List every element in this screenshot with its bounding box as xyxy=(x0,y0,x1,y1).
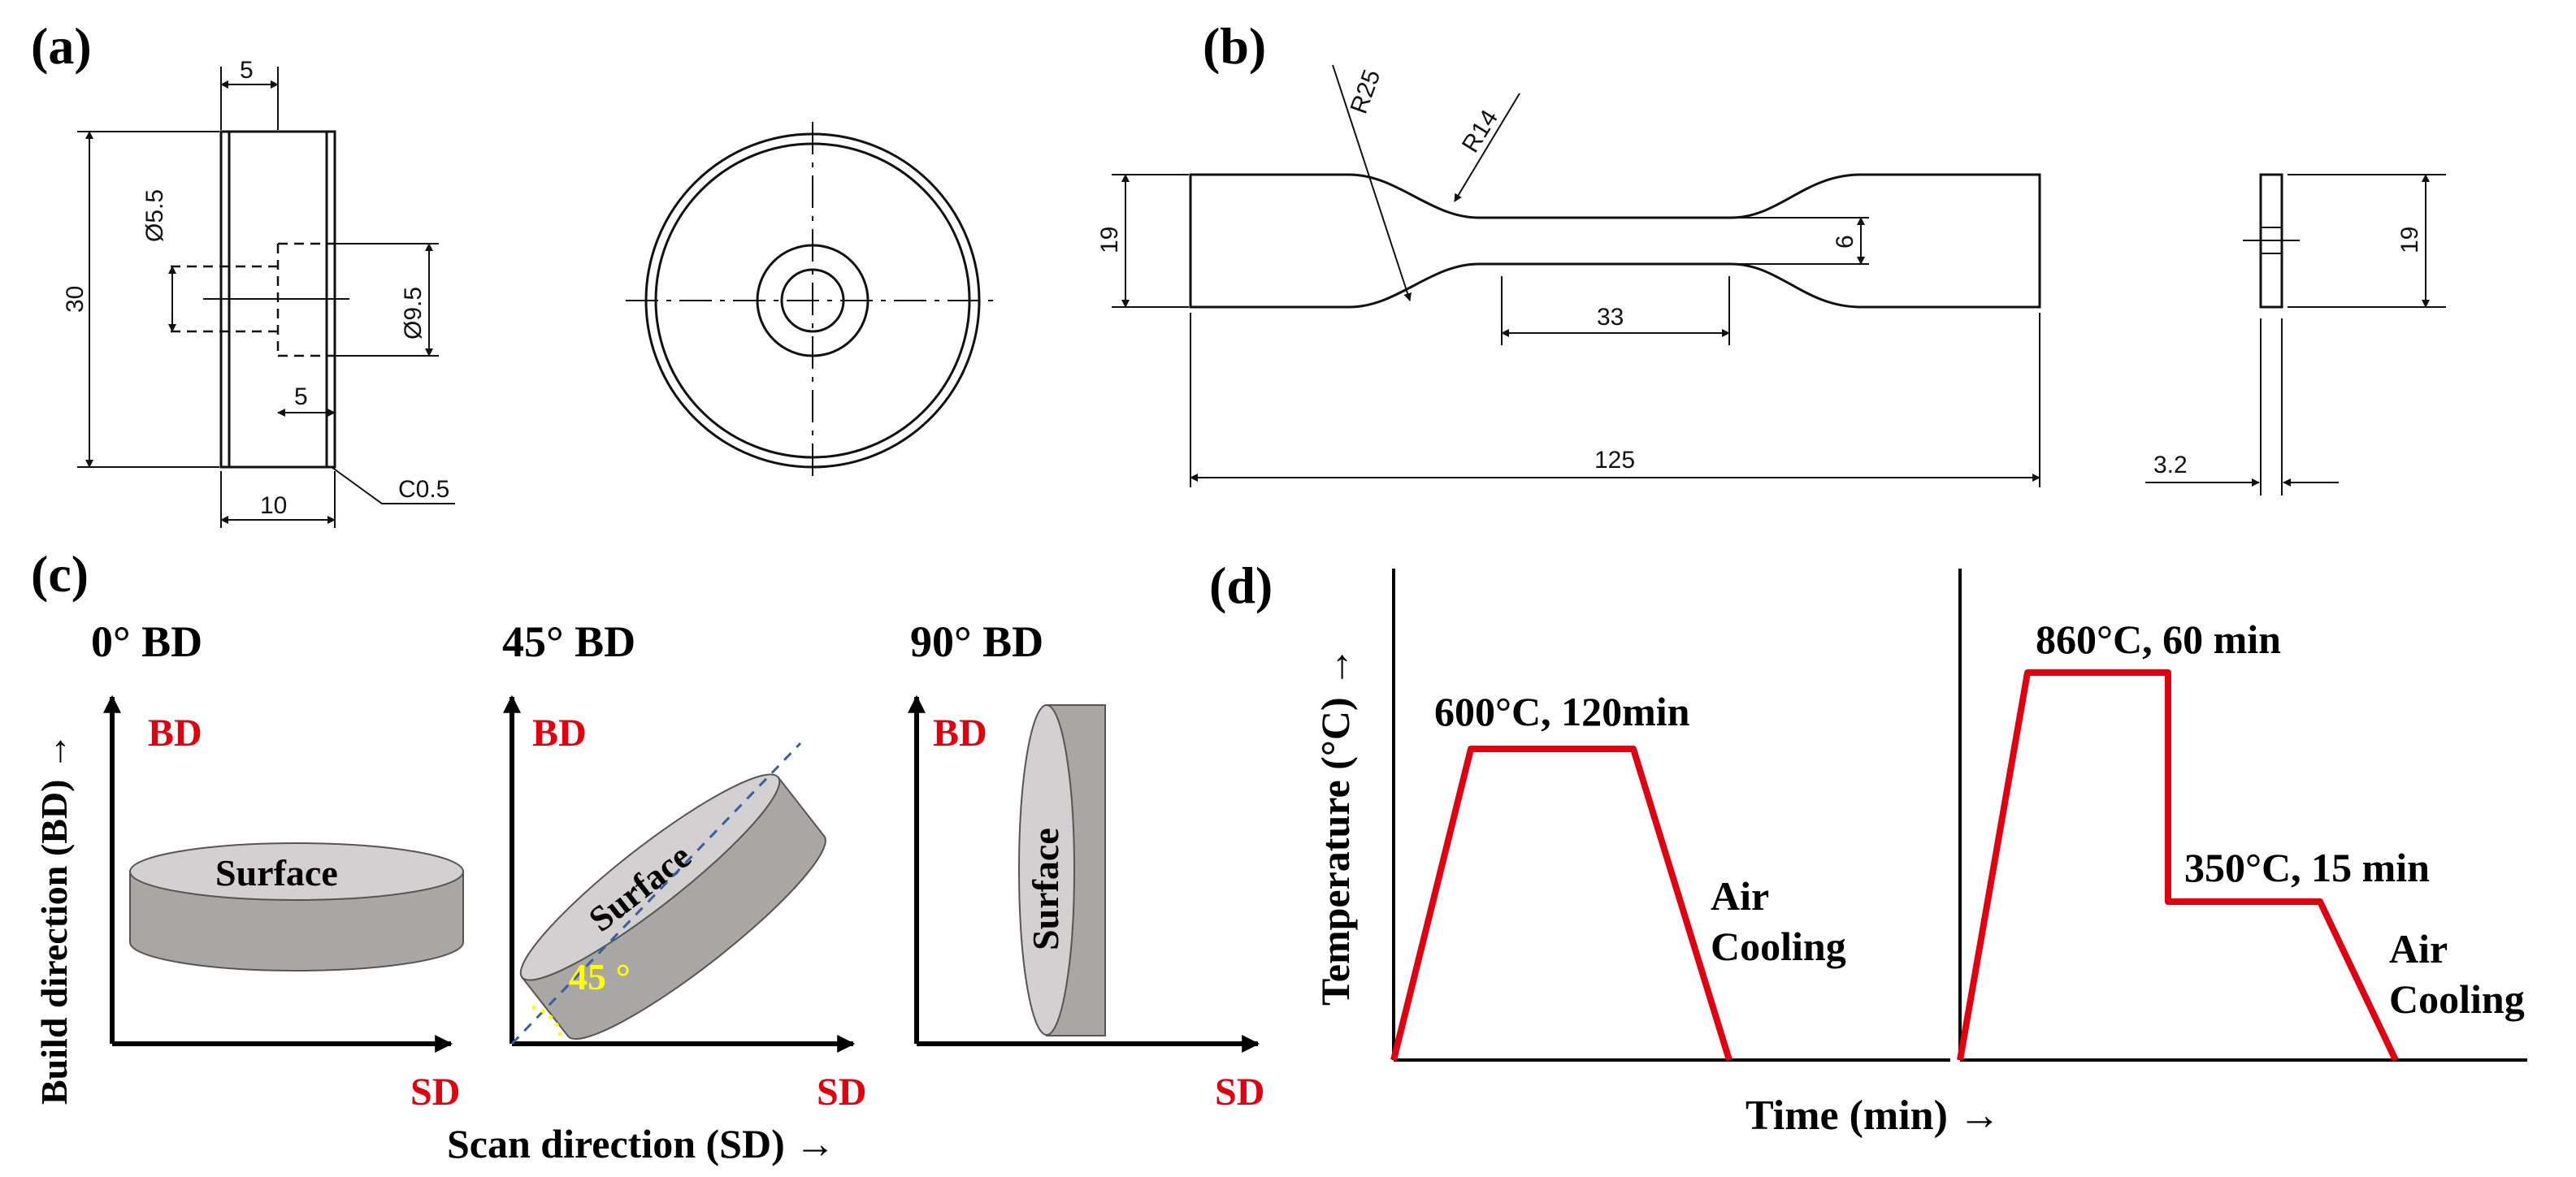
dim-thickness: 3.2 xyxy=(2153,452,2188,478)
panel-b: (b) R25 R14 19 6 33 125 xyxy=(1096,17,2446,495)
dim-width: 10 xyxy=(260,492,287,519)
dim-chamfer: C0.5 xyxy=(398,476,449,503)
bd-label: BD xyxy=(148,712,202,755)
hold-2-label: 350°C, 15 min xyxy=(2184,845,2430,890)
dim-total-length: 125 xyxy=(1594,447,1635,474)
hold-1-label: 860°C, 60 min xyxy=(2036,617,2281,662)
orientation-0deg: 0° BD BD SD Surface xyxy=(91,617,464,1114)
orientation-45deg: 45° BD BD SD Surface 45 ° xyxy=(502,617,866,1114)
dim-side-width: 19 xyxy=(2396,227,2423,253)
panel-b-dimension-lines xyxy=(1112,64,2040,487)
dim-grip-width: 19 xyxy=(1096,227,1123,253)
panel-a-label: (a) xyxy=(31,17,92,75)
bd-label: BD xyxy=(532,712,587,755)
bd-label: BD xyxy=(933,712,987,755)
dogbone-specimen xyxy=(1189,173,2041,309)
cooling-label-line2: Cooling xyxy=(1711,924,1846,969)
build-direction-axis-label: Build direction (BD) → xyxy=(33,733,75,1105)
sd-label: SD xyxy=(410,1071,460,1114)
panel-c: (c) Build direction (BD) → Scan directio… xyxy=(31,545,1264,1166)
cooling-label-line1: Air xyxy=(1711,873,1769,919)
surface-label: Surface xyxy=(1025,828,1066,950)
dim-inner-diameter: Ø5.5 xyxy=(141,189,168,242)
orientation-title: 45° BD xyxy=(502,617,635,666)
dim-outer-diameter: Ø9.5 xyxy=(400,287,427,340)
specimen-side-view xyxy=(2145,173,2446,495)
panel-d-label: (d) xyxy=(1209,556,1273,614)
temperature-axis-label: Temperature (°C) → xyxy=(1312,647,1358,1006)
panel-a-dimension-lines xyxy=(77,67,455,528)
dim-radius-large: R25 xyxy=(1346,66,1386,117)
sd-label: SD xyxy=(817,1071,866,1114)
dim-gauge-length: 33 xyxy=(1597,304,1624,331)
time-axis-label: Time (min) → xyxy=(1746,1093,2001,1139)
panel-a: (a) xyxy=(31,17,1000,528)
heat-treatment-left: 600°C, 120min Air Cooling xyxy=(1390,569,1950,1062)
sd-label: SD xyxy=(1215,1071,1264,1114)
panel-d: (d) Temperature (°C) → Time (min) → 600°… xyxy=(1209,556,2527,1139)
angle-label: 45 ° xyxy=(569,956,631,997)
surface-label: Surface xyxy=(215,852,338,894)
disc-side-view xyxy=(171,130,349,469)
panel-b-label: (b) xyxy=(1203,17,1266,75)
heat-treatment-right: 860°C, 60 min 350°C, 15 min Air Cooling xyxy=(1957,569,2527,1062)
panel-c-label: (c) xyxy=(31,545,89,603)
dim-gauge-width: 6 xyxy=(1832,235,1858,249)
cooling-label-line2: Cooling xyxy=(2389,976,2525,1022)
dim-height: 30 xyxy=(62,286,89,313)
dim-top-width: 5 xyxy=(240,57,254,84)
panel-a-dimension-labels: 5 30 Ø5.5 Ø9.5 5 10 C0.5 xyxy=(62,57,449,519)
orientation-title: 0° BD xyxy=(91,617,202,666)
scan-direction-axis-label: Scan direction (SD) → xyxy=(447,1121,835,1166)
hold-label: 600°C, 120min xyxy=(1434,689,1690,734)
dim-hole-depth: 5 xyxy=(294,383,308,410)
orientation-title: 90° BD xyxy=(910,617,1043,666)
disc-front-view xyxy=(626,122,1000,479)
panel-b-dimension-labels: R25 R14 19 6 33 125 xyxy=(1096,66,1858,474)
orientation-90deg: 90° BD BD SD Surface xyxy=(908,617,1264,1114)
cooling-label-line1: Air xyxy=(2389,926,2448,971)
